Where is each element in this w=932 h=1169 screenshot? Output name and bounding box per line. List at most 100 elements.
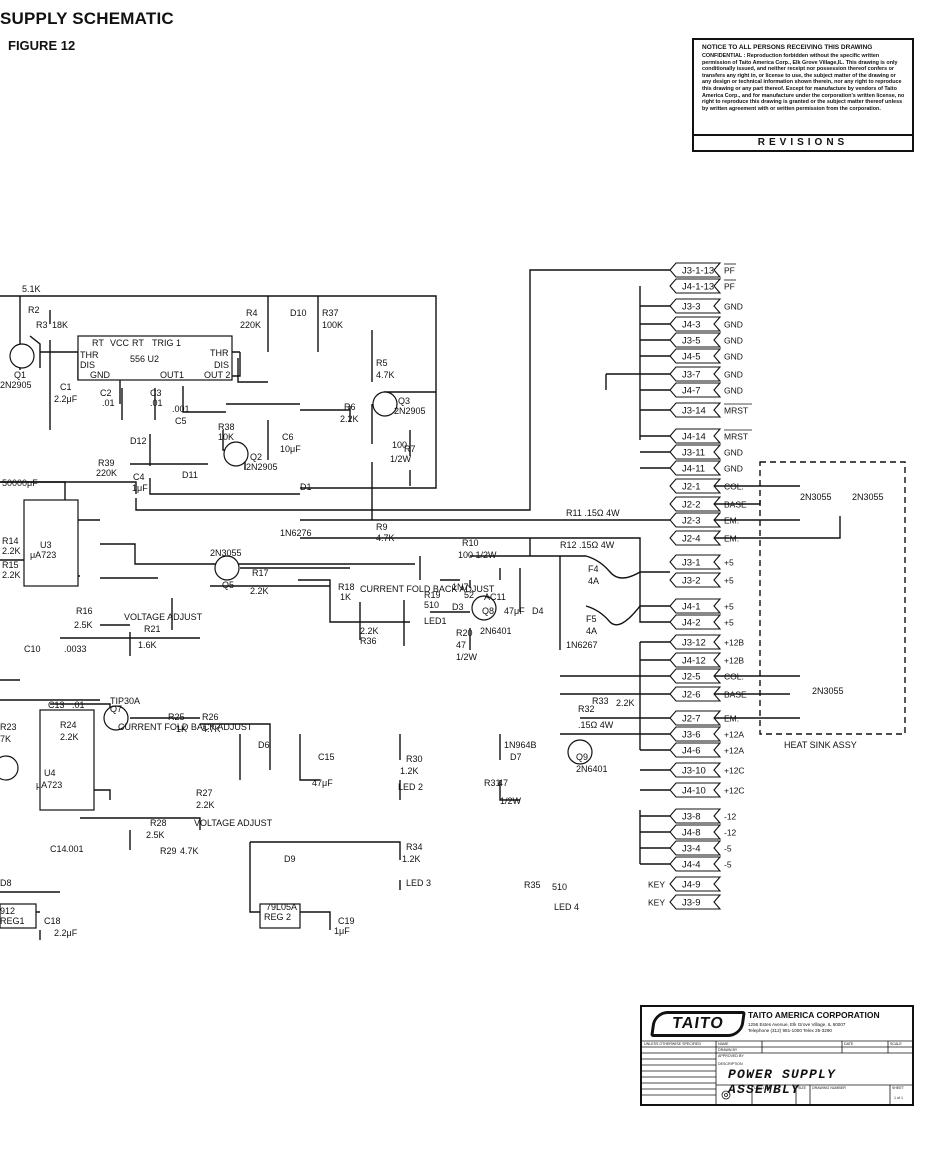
label-d-1n6276: 1N6276 (280, 528, 312, 538)
label-r21: R21 (144, 624, 161, 634)
connector-j4-4: J4-4-5 (669, 856, 732, 872)
label-r33v: 2.2K (616, 698, 635, 708)
connector-label: J3-3 (682, 302, 700, 313)
label-led1: LED1 (424, 616, 447, 626)
label-c10: C10 (24, 644, 41, 654)
connector-signal: +12A (724, 730, 744, 740)
connector-signal: COL. (724, 672, 744, 682)
connector-j4-1: J4-1+5 (669, 598, 734, 614)
connector-signal: -12 (724, 828, 737, 838)
connector-label: J4-4 (682, 860, 700, 871)
titleblock-field: UNLESS OTHERWISE SPECIFIED (644, 1042, 701, 1046)
label-r4v: 220K (240, 320, 261, 330)
connector-label: J4-11 (682, 464, 705, 475)
label-c5: C5 (175, 416, 187, 426)
label-u2: 556 U2 (130, 354, 159, 364)
label-r2: R2 (28, 305, 40, 315)
label-c4v: 1μF (132, 483, 148, 493)
connector-signal: KEY (648, 880, 665, 890)
connector-label: J3-7 (682, 370, 700, 381)
label-hs1a: 2N3055 (800, 492, 832, 502)
label-r32: R32 (578, 704, 595, 714)
label-d9: D9 (284, 854, 296, 864)
connector-j4-3: J4-3 GND (669, 316, 743, 332)
label-c13: C13 (48, 700, 65, 710)
connector-signal: +12B (724, 656, 744, 666)
transistor-q8 (471, 595, 497, 621)
label-r29: R29 (160, 846, 177, 856)
label-hs1b: 2N3055 (852, 492, 884, 502)
connector-label: J4-10 (682, 786, 706, 797)
connector-label: J4-12 (682, 656, 706, 667)
label-r35: R35 (524, 880, 541, 890)
label-r16: R16 (76, 606, 93, 616)
reg1 (0, 903, 37, 929)
connector-label: J4-1-13 (682, 282, 714, 293)
connector-label: J3-2 (682, 576, 700, 587)
label-r29v: 4.7K (180, 846, 199, 856)
label-c19: C19 (338, 916, 355, 926)
label-r5: R5 (376, 358, 388, 368)
label-r11: R11 .15Ω 4W (566, 508, 620, 518)
label-vadj: VOLTAGE ADJUST (124, 612, 203, 622)
connector-j4-11: J4-11 GND (669, 460, 743, 476)
connector-signal: COL. (724, 482, 744, 492)
wiring (0, 269, 906, 940)
titleblock-field: APPROVED BY (718, 1054, 744, 1058)
label-led4: LED 4 (554, 902, 579, 912)
connector-signal: GND (724, 464, 743, 474)
label-d10: D10 (290, 308, 307, 318)
label-d12: D12 (130, 436, 147, 446)
connector-signal: +5 (724, 576, 734, 586)
label-r12: R12 .15Ω 4W (560, 540, 615, 550)
label-r36: R36 (360, 636, 377, 646)
label-r7v: 100 (392, 440, 407, 450)
title-block: TAITO TAITO AMERICA CORPORATION 1256 Est… (640, 1005, 914, 1106)
drawing-description: POWER SUPPLY ASSEMBLY (728, 1067, 837, 1097)
label-r17v: 2.2K (250, 586, 269, 596)
label-r18: R18 (338, 582, 355, 592)
connector-j3-12: J3-12+12B (669, 634, 744, 650)
connector-signal: GND (724, 320, 743, 330)
titleblock-field: DRAWN BY (718, 1048, 738, 1052)
label-d3: D3 (452, 602, 464, 612)
label-r14v: 2.2K (2, 546, 21, 556)
label-u2-trig1: TRIG 1 (152, 338, 181, 348)
connector-label: J3-10 (682, 766, 706, 777)
revisions-label: REVISIONS (694, 134, 912, 150)
label-c2v: .01 (102, 398, 115, 408)
connector-signal: GND (724, 386, 743, 396)
connector-label: J4-3 (682, 320, 700, 331)
label-r36v: 2.2K (360, 626, 379, 636)
connector-label: J2-5 (682, 672, 700, 683)
label-c6: C6 (282, 432, 294, 442)
label-reg2: REG 2 (264, 912, 291, 922)
label-r38v: 10K (218, 432, 234, 442)
label-q1: Q1 (14, 370, 26, 380)
label-u4: U4 (44, 768, 56, 778)
connector-signal: GND (724, 448, 743, 458)
label-c5v: .001 (172, 404, 190, 414)
label-r-5k1: 5.1K (22, 284, 41, 294)
connector-signal: +12B (724, 638, 744, 648)
connector-signal: +5 (724, 558, 734, 568)
label-r10v: 100 1/2W (458, 550, 497, 560)
label-r19v: 510 (424, 600, 439, 610)
label-ac11: AC11 (484, 592, 506, 602)
label-u2-rt: RT (132, 338, 144, 348)
label-q1p: 2N2905 (0, 380, 32, 390)
titleblock-field: SIZE (798, 1086, 807, 1090)
label-reg1p: 912 (0, 906, 15, 916)
label-q9: Q9 (576, 752, 588, 762)
